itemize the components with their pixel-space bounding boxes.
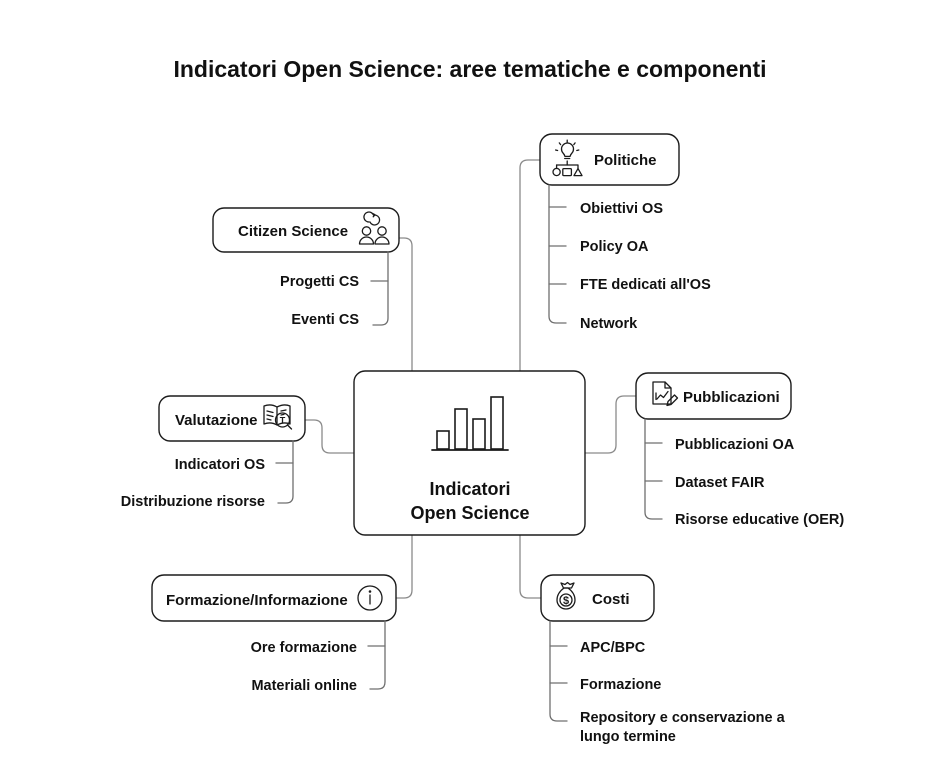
- sub-connector-formazione-spine: [369, 620, 386, 690]
- connector-center-politiche: [519, 159, 541, 372]
- branch-pubblicazioni: Pubblicazioni Pubblicazioni OA Dataset F…: [635, 372, 844, 528]
- sub-item-pubblicazioni-1[interactable]: Dataset FAIR: [675, 475, 765, 491]
- sub-connector-valutazione-spine: [277, 440, 294, 504]
- central-node-line1: Indicatori: [429, 479, 510, 499]
- sub-item-citizen-science-1[interactable]: Eventi CS: [291, 312, 359, 328]
- info-circle-icon: [357, 585, 383, 611]
- node-costi-box[interactable]: [540, 574, 655, 622]
- document-chart-pencil-icon: [652, 381, 679, 407]
- node-formazione-label: Formazione/Informazione: [166, 592, 348, 609]
- sub-item-formazione-0[interactable]: Ore formazione: [251, 640, 357, 656]
- bar-chart-icon: [431, 396, 509, 451]
- node-citizen-science-label: Citizen Science: [238, 223, 348, 240]
- central-node[interactable]: Indicatori Open Science: [353, 370, 586, 536]
- sub-item-valutazione-0[interactable]: Indicatori OS: [175, 457, 266, 473]
- sub-connector-politiche-spine: [548, 184, 567, 324]
- sub-item-costi-0[interactable]: APC/BPC: [580, 640, 646, 656]
- sub-connector-citizen-spine: [372, 251, 389, 326]
- strategy-lightbulb-icon: [552, 139, 583, 177]
- node-citizen-science-box[interactable]: [212, 207, 400, 253]
- sub-connector-costi-spine: [549, 620, 568, 722]
- sub-item-costi-3[interactable]: lungo termine: [580, 729, 676, 745]
- node-valutazione-label: Valutazione: [175, 412, 258, 429]
- branch-costi: $ Costi APC/BPC Formazione Repository e …: [540, 574, 786, 745]
- central-node-line2: Open Science: [410, 503, 529, 523]
- sub-item-citizen-science-0[interactable]: Progetti CS: [280, 274, 359, 290]
- sub-item-politiche-2[interactable]: FTE dedicati all'OS: [580, 277, 711, 293]
- node-costi-label: Costi: [592, 591, 630, 608]
- svg-text:$: $: [563, 595, 569, 607]
- node-pubblicazioni-label: Pubblicazioni: [683, 389, 780, 406]
- money-bag-icon: $: [556, 581, 576, 610]
- book-magnifier-icon: T: [263, 404, 293, 430]
- node-valutazione-box[interactable]: [158, 395, 306, 442]
- central-node-box[interactable]: [353, 370, 586, 536]
- sub-connector-pubblicazioni-spine: [644, 418, 663, 520]
- sub-item-formazione-1[interactable]: Materiali online: [251, 678, 357, 694]
- community-people-icon: [358, 211, 390, 245]
- node-formazione-box[interactable]: [151, 574, 397, 622]
- branch-politiche: Politiche Obiettivi OS Policy OA FTE ded…: [539, 133, 711, 332]
- connector-center-costi: [519, 534, 542, 599]
- node-politiche-label: Politiche: [594, 152, 657, 169]
- node-pubblicazioni-box[interactable]: [635, 372, 792, 420]
- sub-item-politiche-0[interactable]: Obiettivi OS: [580, 201, 663, 217]
- sub-item-costi-1[interactable]: Formazione: [580, 677, 661, 693]
- sub-item-valutazione-1[interactable]: Distribuzione risorse: [121, 494, 265, 510]
- sub-item-pubblicazioni-0[interactable]: Pubblicazioni OA: [675, 437, 795, 453]
- sub-item-pubblicazioni-2[interactable]: Risorse educative (OER): [675, 512, 844, 528]
- page-title: Indicatori Open Science: aree tematiche …: [173, 56, 766, 82]
- branch-valutazione: Valutazione T Indicatori OS Distribuzion…: [121, 395, 306, 510]
- branch-formazione-informazione: Formazione/Informazione Ore formazione M…: [151, 574, 397, 694]
- sub-item-costi-2[interactable]: Repository e conservazione a: [580, 710, 786, 726]
- connector-center-citizen-science: [397, 237, 413, 372]
- sub-item-politiche-1[interactable]: Policy OA: [580, 239, 649, 255]
- connector-center-pubblicazioni: [584, 395, 637, 454]
- node-politiche-box[interactable]: [539, 133, 680, 186]
- connector-center-valutazione: [304, 419, 355, 454]
- connector-center-formazione: [395, 534, 413, 599]
- svg-text:T: T: [280, 416, 286, 426]
- sub-item-politiche-3[interactable]: Network: [580, 316, 638, 332]
- branch-citizen-science: Citizen Science Progetti CS Eventi CS: [212, 207, 400, 328]
